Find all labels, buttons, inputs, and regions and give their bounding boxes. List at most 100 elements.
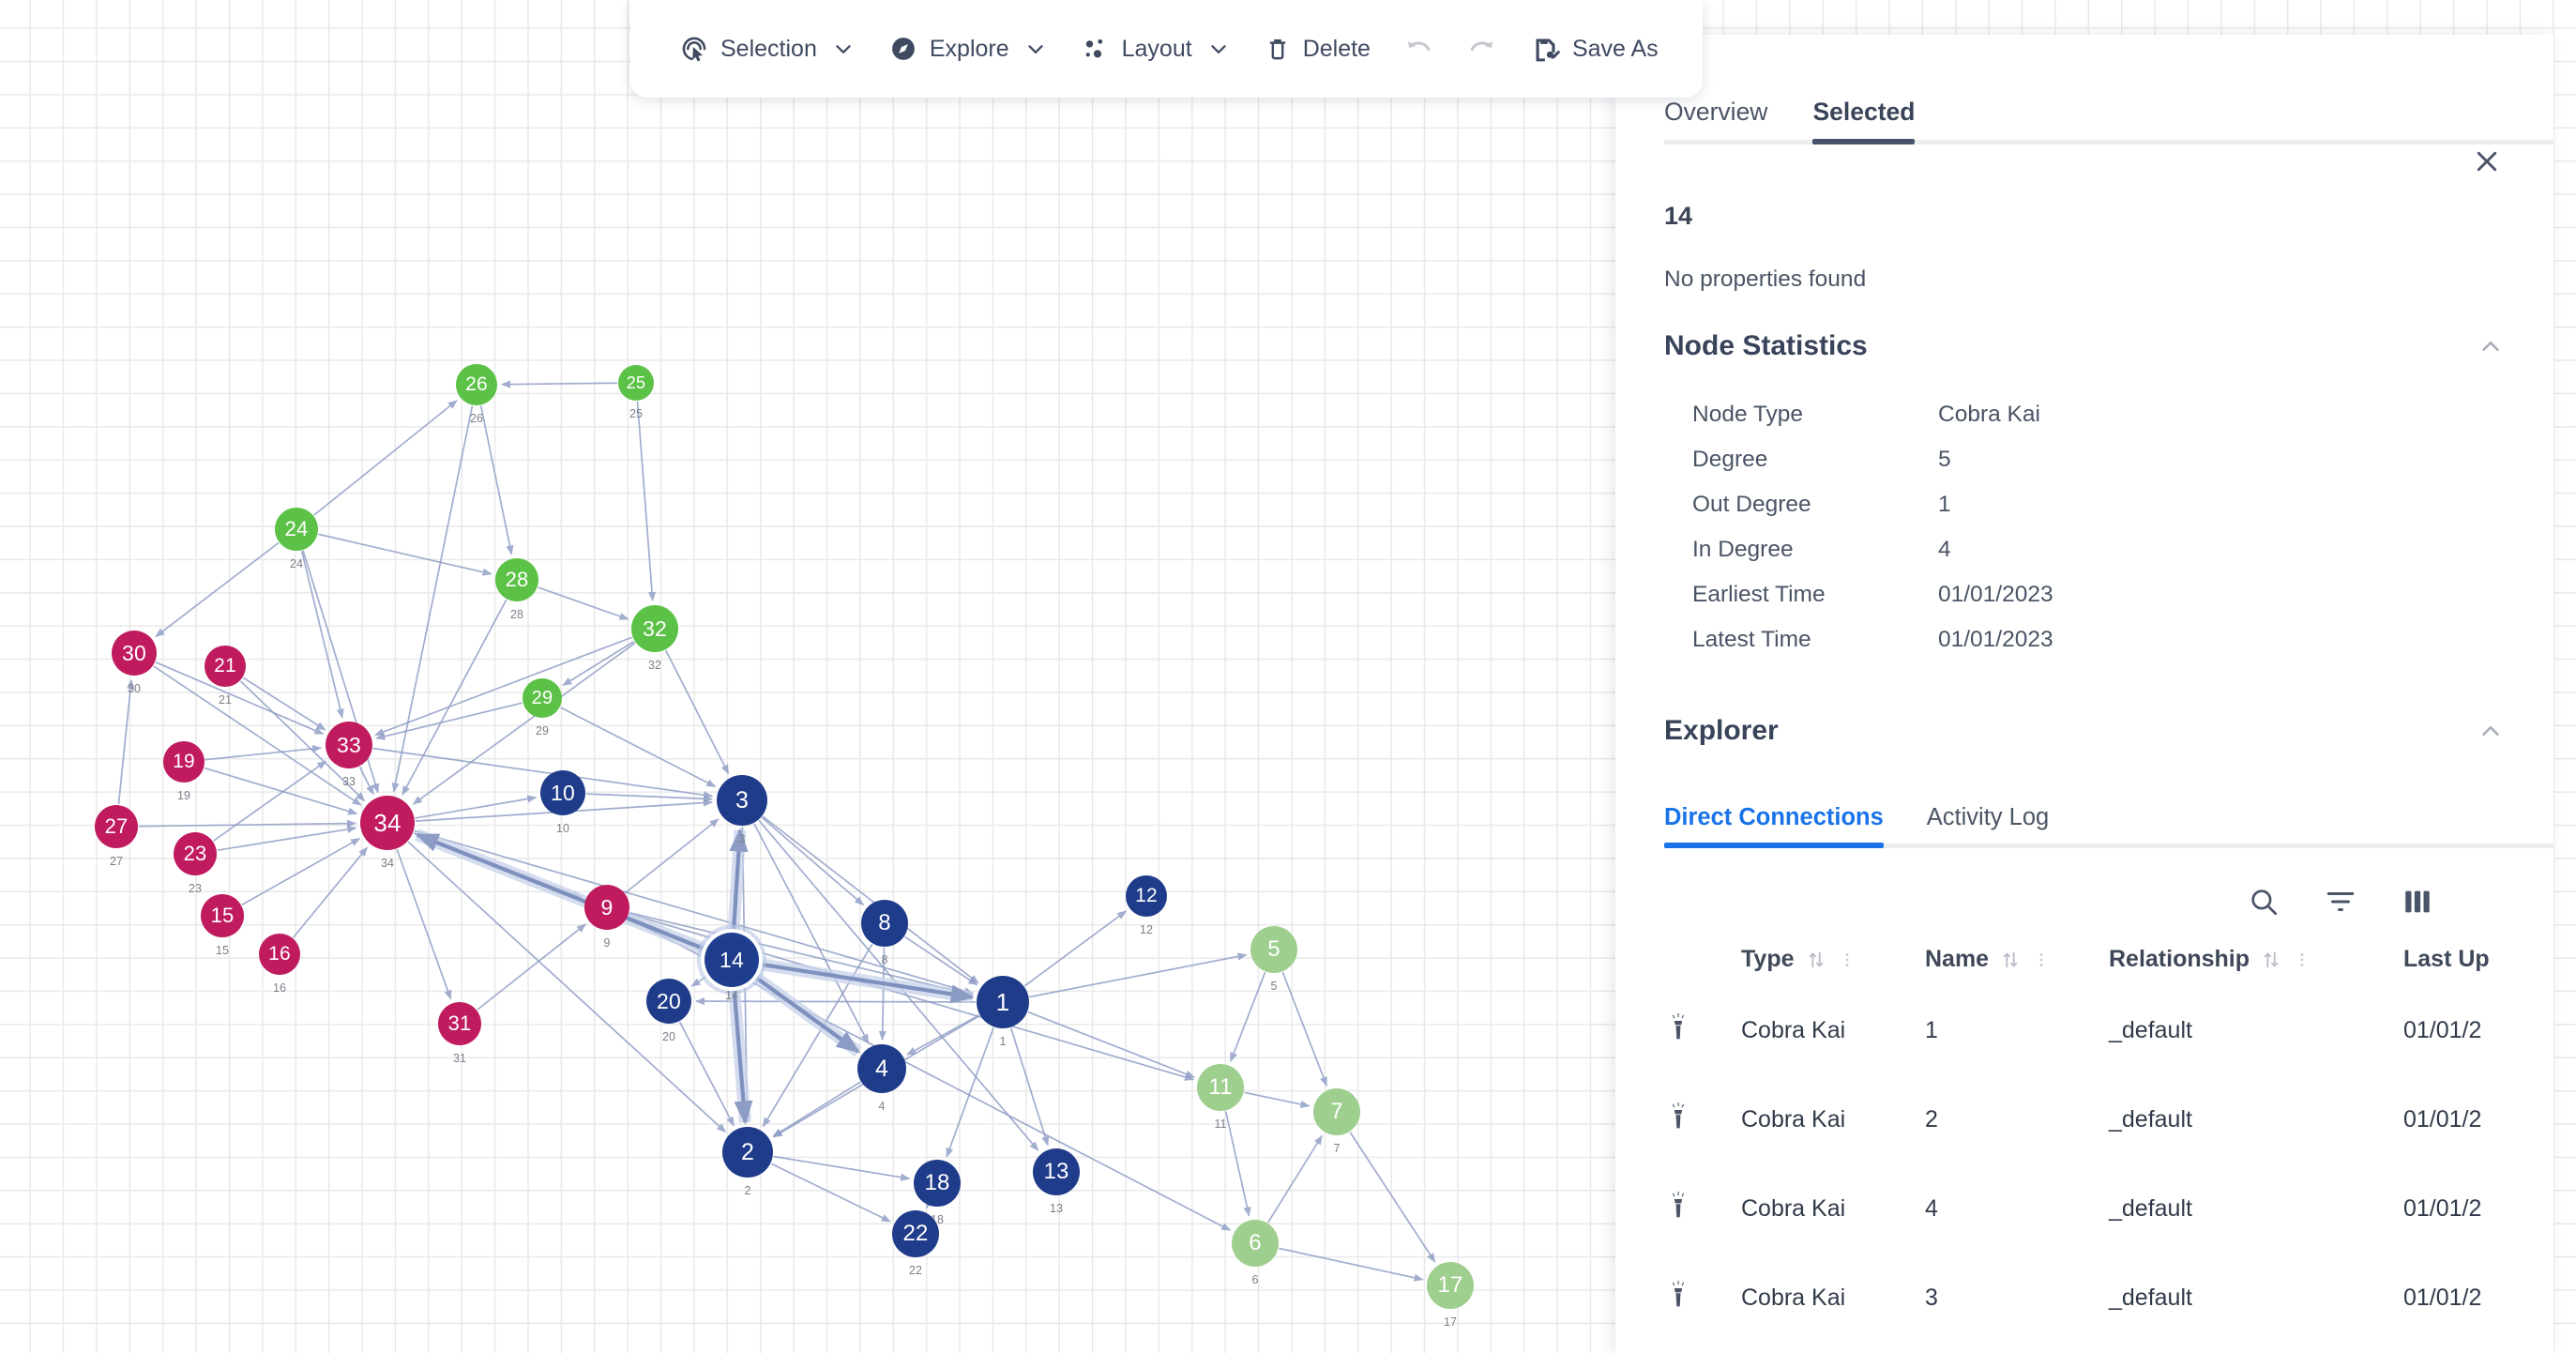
delete-button[interactable]: Delete (1247, 23, 1386, 75)
graph-node-3[interactable]: 3 (717, 775, 767, 826)
sort-icon[interactable] (2000, 950, 2021, 970)
graph-edge (155, 541, 280, 638)
graph-edge (1009, 1027, 1050, 1147)
cell-type: Cobra Kai (1741, 1106, 1846, 1133)
cell-name: 1 (1925, 1017, 1938, 1043)
graph-node-10[interactable]: 10 (540, 770, 585, 815)
tab-direct-connections[interactable]: Direct Connections (1664, 804, 1884, 848)
node-statistics-header[interactable]: Node Statistics (1664, 330, 2505, 362)
delete-button-label: Delete (1302, 35, 1371, 62)
graph-edge (754, 961, 975, 1004)
chevron-down-icon[interactable] (831, 37, 856, 61)
redo-icon (1466, 33, 1498, 65)
cell-last-updated: 01/01/2 (2403, 1195, 2482, 1222)
chevron-up-icon[interactable] (2477, 332, 2505, 360)
graph-edge (313, 400, 458, 516)
graph-node-14[interactable]: 14 (709, 937, 754, 982)
search-icon[interactable] (2248, 886, 2280, 918)
graph-node-28[interactable]: 28 (495, 558, 538, 601)
save-as-button[interactable]: Save As (1514, 23, 1674, 75)
graph-node-29[interactable]: 29 (523, 678, 562, 718)
column-menu-icon[interactable] (2293, 950, 2311, 970)
graph-node-5[interactable]: 5 (1250, 926, 1297, 973)
graph-node-11[interactable]: 11 (1197, 1064, 1244, 1111)
column-header-last-up[interactable]: Last Up (2403, 946, 2553, 986)
column-header-icon (1664, 946, 1741, 986)
sort-icon[interactable] (1806, 950, 1826, 970)
graph-node-19[interactable]: 19 (163, 741, 205, 783)
graph-node-20[interactable]: 20 (646, 979, 691, 1024)
graph-node-13[interactable]: 13 (1033, 1148, 1080, 1195)
graph-edge (1244, 1091, 1311, 1108)
tab-overview[interactable]: Overview (1664, 98, 1768, 126)
columns-icon[interactable] (2402, 886, 2433, 918)
graph-node-34[interactable]: 34 (360, 796, 415, 850)
graph-node-17[interactable]: 17 (1427, 1262, 1474, 1309)
graph-node-32[interactable]: 32 (631, 605, 678, 652)
explorer-header[interactable]: Explorer (1664, 715, 2505, 747)
graph-node-27[interactable]: 27 (95, 805, 138, 848)
column-header-name[interactable]: Name (1925, 946, 2109, 986)
graph-node-23[interactable]: 23 (174, 832, 217, 875)
chevron-down-icon[interactable] (1206, 37, 1231, 61)
graph-node-6[interactable]: 6 (1232, 1220, 1279, 1267)
graph-node-7[interactable]: 7 (1313, 1088, 1360, 1135)
column-menu-icon[interactable] (2032, 950, 2051, 970)
tab-activity-log[interactable]: Activity Log (1926, 804, 2050, 830)
explore-compass-icon (887, 33, 919, 65)
table-toolbar (1664, 886, 2505, 918)
graph-node-8[interactable]: 8 (861, 900, 908, 947)
graph-node-9[interactable]: 9 (584, 885, 629, 930)
chevron-down-icon[interactable] (1023, 37, 1048, 61)
graph-edge (414, 829, 975, 996)
stat-value: 01/01/2023 (1938, 627, 2053, 652)
graph-node-18[interactable]: 18 (914, 1160, 961, 1207)
close-icon[interactable] (2465, 140, 2508, 183)
graph-node-21[interactable]: 21 (205, 646, 246, 687)
graph-node-33[interactable]: 33 (326, 722, 372, 768)
stat-value: 5 (1938, 447, 1951, 472)
column-header-type[interactable]: Type (1741, 946, 1925, 986)
graph-node-12[interactable]: 12 (1126, 875, 1167, 917)
filter-icon[interactable] (2325, 886, 2356, 918)
column-menu-icon[interactable] (1838, 950, 1856, 970)
redo-button[interactable] (1450, 23, 1514, 75)
graph-edge (636, 401, 657, 602)
graph-edge (750, 971, 860, 1054)
graph-node-26[interactable]: 26 (456, 364, 497, 405)
graph-node-24[interactable]: 24 (275, 508, 318, 551)
graph-node-15[interactable]: 15 (201, 894, 244, 937)
layout-button[interactable]: Layout (1064, 23, 1247, 75)
column-header-relationship[interactable]: Relationship (2109, 946, 2403, 986)
sort-icon[interactable] (2261, 950, 2281, 970)
undo-button[interactable] (1386, 23, 1450, 75)
graph-edge (1027, 1011, 1196, 1078)
graph-node-31[interactable]: 31 (438, 1002, 481, 1045)
graph-node-22[interactable]: 22 (892, 1210, 939, 1257)
graph-edge (372, 747, 714, 799)
explore-button[interactable]: Explore (871, 23, 1064, 75)
selection-button[interactable]: Selection (662, 23, 871, 75)
graph-edge (375, 702, 523, 740)
graph-node-16[interactable]: 16 (259, 934, 300, 975)
graph-edge (391, 405, 474, 793)
graph-node-25[interactable]: 25 (618, 365, 654, 401)
graph-edge (678, 1021, 735, 1127)
graph-edge (538, 586, 629, 620)
torch-icon (1664, 1343, 1741, 1353)
graph-node-2[interactable]: 2 (722, 1127, 773, 1178)
graph-edge (762, 815, 979, 984)
graph-node-30[interactable]: 30 (112, 631, 157, 676)
graph-node-4[interactable]: 4 (857, 1044, 906, 1093)
tab-selected[interactable]: Selected (1812, 98, 1916, 144)
graph-node-1[interactable]: 1 (977, 976, 1029, 1028)
chevron-up-icon[interactable] (2477, 717, 2505, 745)
graph-edge (770, 1163, 891, 1223)
